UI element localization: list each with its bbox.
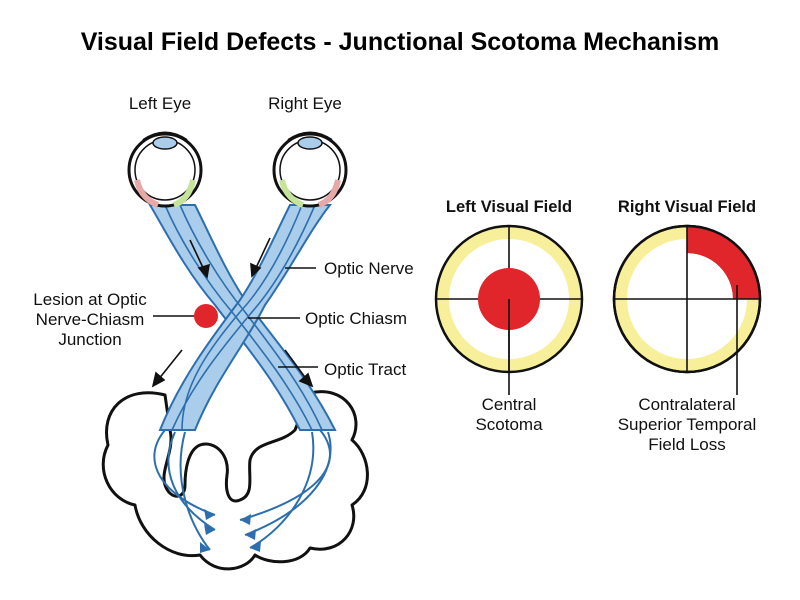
optic-chiasm-label: Optic Chiasm	[305, 309, 407, 328]
right-field-title: Right Visual Field	[618, 198, 756, 216]
right-visual-field	[612, 224, 762, 395]
left-visual-field	[434, 224, 584, 395]
right-eye	[272, 131, 348, 208]
optic-pathway	[148, 204, 337, 553]
left-eye-label: Left Eye	[129, 94, 191, 113]
direction-arrows	[151, 237, 314, 388]
right-field-caption-1: Contralateral	[638, 395, 735, 414]
right-field-caption-2: Superior Temporal	[618, 415, 757, 434]
lesion-label-line1: Lesion at Optic	[33, 290, 147, 309]
optic-tract-label: Optic Tract	[324, 360, 406, 379]
right-eye-label: Right Eye	[268, 94, 342, 113]
optic-nerve-label: Optic Nerve	[324, 259, 414, 278]
left-field-title: Left Visual Field	[446, 198, 572, 216]
lesion-label-line2: Nerve-Chiasm	[36, 310, 145, 329]
brain-outline	[101, 390, 369, 571]
left-eye	[127, 131, 203, 208]
left-field-caption-1: Central	[482, 395, 537, 414]
right-field-caption-3: Field Loss	[648, 435, 725, 454]
left-field-caption-2: Scotoma	[475, 415, 543, 434]
page-title: Visual Field Defects - Junctional Scotom…	[81, 28, 720, 56]
lesion-label-line3: Junction	[58, 330, 121, 349]
lesion-marker	[194, 304, 218, 328]
